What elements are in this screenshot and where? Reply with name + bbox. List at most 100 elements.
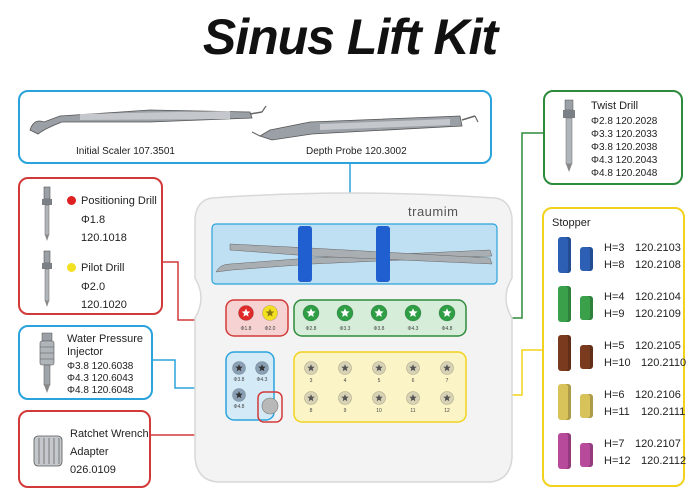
stopper-label: H=9 [604, 308, 625, 320]
stopper-label: H=11 [604, 406, 630, 418]
stopper-well: 6 [406, 361, 420, 384]
well-label: 8 [310, 408, 313, 414]
stopper-label: H=12 [604, 455, 631, 467]
positioning-drill-code: 120.1018 [81, 232, 127, 244]
well-label: 12 [444, 408, 450, 414]
pilot-drill-size: Φ2.0 [81, 281, 106, 293]
stopper-short-icon [580, 296, 593, 320]
stopper-code: 120.2112 [641, 455, 687, 467]
well-label: Φ2.0 [265, 326, 276, 332]
well-label: 6 [412, 378, 415, 384]
stopper-code: 120.2104 [635, 291, 681, 303]
stopper-label: H=7 [604, 438, 625, 450]
stopper-well: 10 [372, 391, 386, 414]
injector-item: Φ3.8 120.6038 [67, 361, 134, 372]
ratchet-name-2: Adapter [70, 446, 109, 458]
injector-item: Φ4.8 120.6048 [67, 385, 134, 396]
stopper-well: 12 [440, 391, 454, 414]
well-label: Φ4.8 [234, 404, 245, 410]
pilot-drill-well: Φ2.0 [262, 305, 278, 332]
twist-drill-well: Φ3.8 [370, 304, 388, 332]
stopper-label: H=5 [604, 340, 625, 352]
twist-drill-well: Φ3.3 [336, 304, 354, 332]
probe-label: Depth Probe 120.3002 [306, 146, 407, 157]
stopper-label: H=6 [604, 389, 625, 401]
brand-logo: traumim [408, 204, 459, 219]
ratchet-panel: Ratchet Wrench Adapter 026.0109 [18, 410, 151, 488]
ratchet-code: 026.0109 [70, 464, 116, 476]
ratchet-well [261, 397, 279, 415]
stopper-tall-icon [558, 384, 571, 420]
drill-panel: Positioning Drill Φ1.8 120.1018 Pilot Dr… [18, 177, 163, 315]
well-label: Φ4.8 [442, 326, 453, 332]
stopper-well: 8 [304, 391, 318, 414]
positioning-drill-size: Φ1.8 [81, 214, 106, 226]
injector-item: Φ4.3 120.6043 [67, 373, 134, 384]
well-label: Φ3.3 [340, 326, 351, 332]
stopper-well: 5 [372, 361, 386, 384]
injector-name-1: Water Pressure [67, 333, 144, 345]
well-label: 7 [446, 378, 449, 384]
injector-well: Φ4.3 [255, 361, 269, 383]
scaler-and-probe-illustration [29, 105, 479, 141]
well-label: Φ2.8 [306, 326, 317, 332]
pilot-drill-code: 120.1020 [81, 299, 127, 311]
stopper-well: 9 [338, 391, 352, 414]
stopper-tall-icon [558, 237, 571, 273]
positioning-drill-name: Positioning Drill [67, 195, 157, 207]
twist-drill-name: Twist Drill [591, 100, 639, 112]
stopper-code: 120.2106 [635, 389, 681, 401]
page-title: Sinus Lift Kit [202, 9, 498, 65]
injector-well: Φ4.8 [232, 388, 246, 410]
stopper-tall-icon [558, 433, 571, 469]
positioning-drill-well: Φ1.8 [238, 305, 254, 332]
stopper-code: 120.2105 [635, 340, 681, 352]
stopper-label: H=4 [604, 291, 625, 303]
well-label: 3 [310, 378, 313, 384]
stopper-short-icon [580, 345, 593, 369]
twist-drill-well: Φ4.3 [404, 304, 422, 332]
stopper-short-icon [580, 443, 593, 467]
well-label: Φ3.8 [374, 326, 385, 332]
stopper-well: 3 [304, 361, 318, 384]
stopper-code: 120.2103 [635, 242, 681, 254]
twist-drill-icon [563, 99, 575, 172]
twist-drill-item: Φ3.3 120.2033 [591, 129, 658, 140]
ratchet-adapter-icon [33, 435, 63, 467]
stopper-well: 11 [406, 391, 420, 414]
well-label: Φ1.8 [241, 326, 252, 332]
injector-well: Φ3.8 [232, 361, 246, 383]
twist-drill-item: Φ4.8 120.2048 [591, 168, 658, 179]
well-label: 4 [344, 378, 347, 384]
red-dot-icon [67, 196, 76, 205]
well-label: Φ4.3 [257, 377, 268, 383]
pilot-drill-name: Pilot Drill [67, 262, 124, 274]
yellow-dot-icon [67, 263, 76, 272]
stopper-short-icon [580, 394, 593, 418]
well-label: 9 [344, 408, 347, 414]
twist-drill-item: Φ4.3 120.2043 [591, 155, 658, 166]
injector-name-2: Injector [67, 346, 104, 358]
injector-panel: Water Pressure Injector Φ3.8 120.6038 Φ4… [18, 325, 153, 400]
drill-illustration [42, 186, 52, 307]
well-label: 11 [410, 408, 415, 414]
stopper-label: H=8 [604, 259, 625, 271]
stopper-code: 120.2107 [635, 438, 681, 450]
injector-icon [39, 332, 55, 393]
stopper-code: 120.2108 [635, 259, 681, 271]
stopper-code: 120.2110 [641, 357, 687, 369]
scaler-label: Initial Scaler 107.3501 [76, 146, 175, 157]
stopper-code: 120.2109 [635, 308, 681, 320]
instrument-panel: Initial Scaler 107.3501 Depth Probe 120.… [18, 90, 492, 164]
well-label: 10 [376, 408, 382, 414]
well-label: 5 [378, 378, 381, 384]
twist-drill-well: Φ2.8 [302, 304, 320, 332]
twist-drill-item: Φ3.8 120.2038 [591, 142, 658, 153]
stopper-short-icon [580, 247, 593, 271]
stopper-well: 7 [440, 361, 454, 384]
stopper-tall-icon [558, 335, 571, 371]
stopper-tall-icon [558, 286, 571, 322]
